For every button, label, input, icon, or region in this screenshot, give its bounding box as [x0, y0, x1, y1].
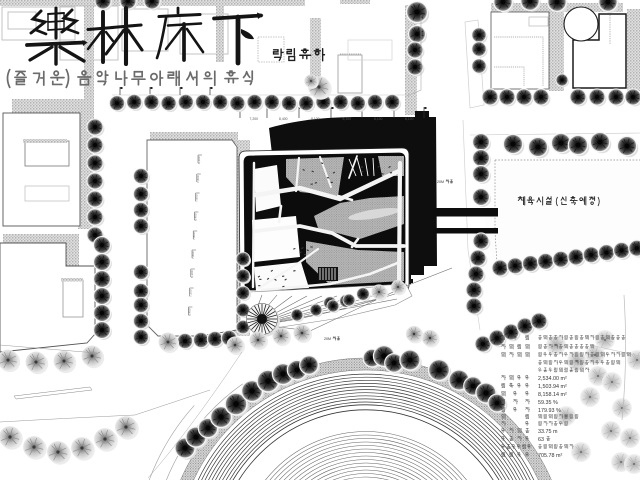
- svg-text:8,158.14 m²: 8,158.14 m²: [538, 392, 567, 398]
- svg-text:705.78 m²: 705.78 m²: [538, 453, 562, 459]
- svg-text:8,400: 8,400: [197, 156, 201, 164]
- svg-text:7,800: 7,800: [195, 194, 199, 202]
- svg-text:20M: 20M: [437, 180, 444, 184]
- svg-text:63: 63: [538, 437, 544, 443]
- svg-text:8,100: 8,100: [190, 270, 194, 278]
- svg-text:59.35 %: 59.35 %: [538, 400, 558, 406]
- svg-text:20M: 20M: [324, 337, 331, 341]
- svg-text:8,100: 8,100: [374, 117, 383, 121]
- svg-text:7,200: 7,200: [189, 289, 193, 297]
- svg-text:2,534.00 m²: 2,534.00 m²: [538, 376, 567, 382]
- svg-text:8,400: 8,400: [193, 213, 197, 221]
- svg-text:7,800: 7,800: [191, 251, 195, 259]
- svg-text:8,400: 8,400: [279, 117, 288, 121]
- svg-text:1,503.94 m²: 1,503.94 m²: [538, 384, 567, 390]
- svg-text:179.93 %: 179.93 %: [538, 408, 561, 414]
- svg-text:8,100: 8,100: [343, 117, 352, 121]
- svg-text:7,800: 7,800: [196, 175, 200, 183]
- svg-text:8,100: 8,100: [311, 117, 320, 121]
- svg-text:7,800: 7,800: [192, 232, 196, 240]
- svg-text:7,200: 7,200: [250, 117, 259, 121]
- svg-text:33.75 m: 33.75 m: [538, 429, 558, 435]
- svg-text:8,400: 8,400: [187, 308, 191, 316]
- svg-text:8,100: 8,100: [405, 117, 414, 121]
